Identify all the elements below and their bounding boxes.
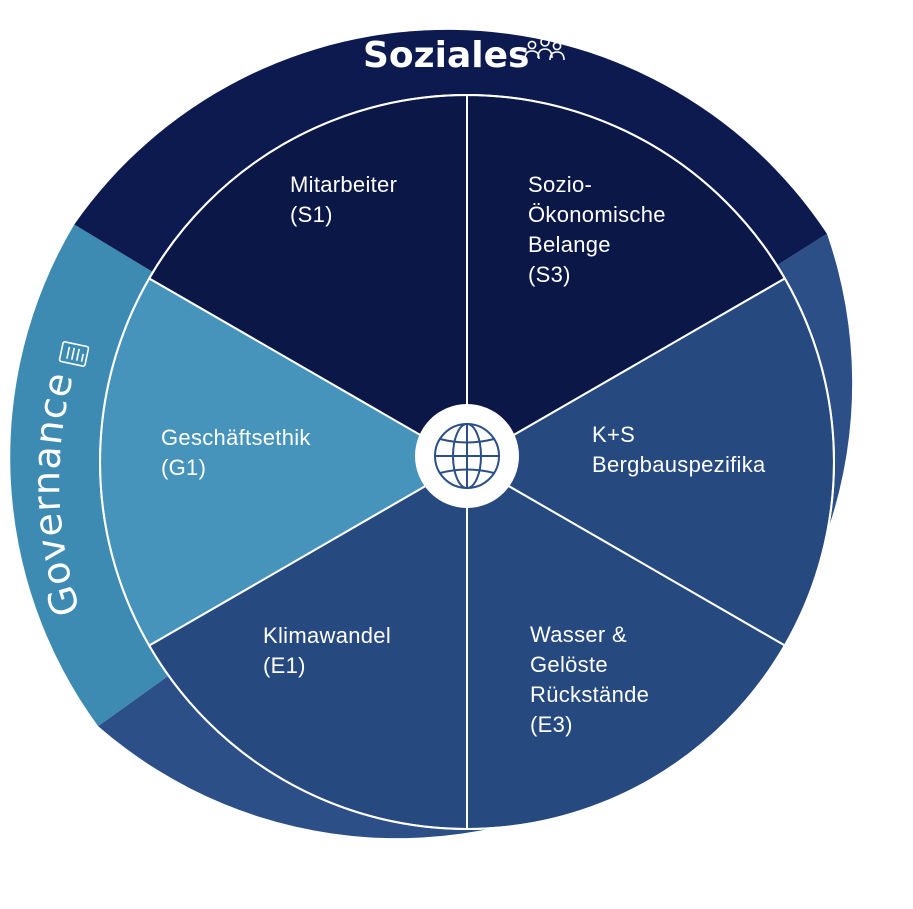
segment-g1-label: Geschäftsethik (G1) [161, 425, 317, 480]
document-icon [58, 341, 90, 367]
people-icon [524, 37, 565, 61]
segment-ks-line-2: Bergbauspezifika [592, 452, 766, 477]
segment-s1-line-2: (S1) [290, 202, 333, 227]
segment-e3-line-1: Wasser & [530, 622, 627, 647]
segment-e1-line-1: Klimawandel [263, 623, 391, 648]
segment-e3-line-3: Rückstände [530, 682, 649, 707]
segment-s3-line-3: Belange [528, 232, 611, 257]
segment-ks-label: K+S Bergbauspezifika [592, 422, 766, 477]
segment-s3-line-4: (S3) [528, 262, 571, 287]
segment-e1-line-2: (E1) [263, 653, 306, 678]
globe-icon [434, 423, 500, 489]
segment-s3-line-1: Sozio- [528, 172, 592, 197]
leaf-icon [822, 615, 847, 649]
segment-s3-line-2: Ökonomische [528, 202, 666, 227]
segment-ks-line-1: K+S [592, 422, 635, 447]
segment-s1-label: Mitarbeiter (S1) [290, 172, 404, 227]
segment-g1-line-1: Geschäftsethik [161, 425, 311, 450]
segment-s1-line-1: Mitarbeiter [290, 172, 397, 197]
inner-circle-outline [99, 94, 835, 830]
segment-s3-label: Sozio- Ökonomische Belange (S3) [528, 172, 672, 287]
category-soziales-label: Soziales [363, 35, 529, 76]
segment-e1-label: Klimawandel (E1) [263, 623, 397, 678]
segment-g1-line-2: (G1) [161, 455, 206, 480]
segment-e3-line-4: (E3) [530, 712, 573, 737]
segment-e3-label: Wasser & Gelöste Rückstände (E3) [530, 622, 656, 737]
segment-e3-line-2: Gelöste [530, 652, 608, 677]
